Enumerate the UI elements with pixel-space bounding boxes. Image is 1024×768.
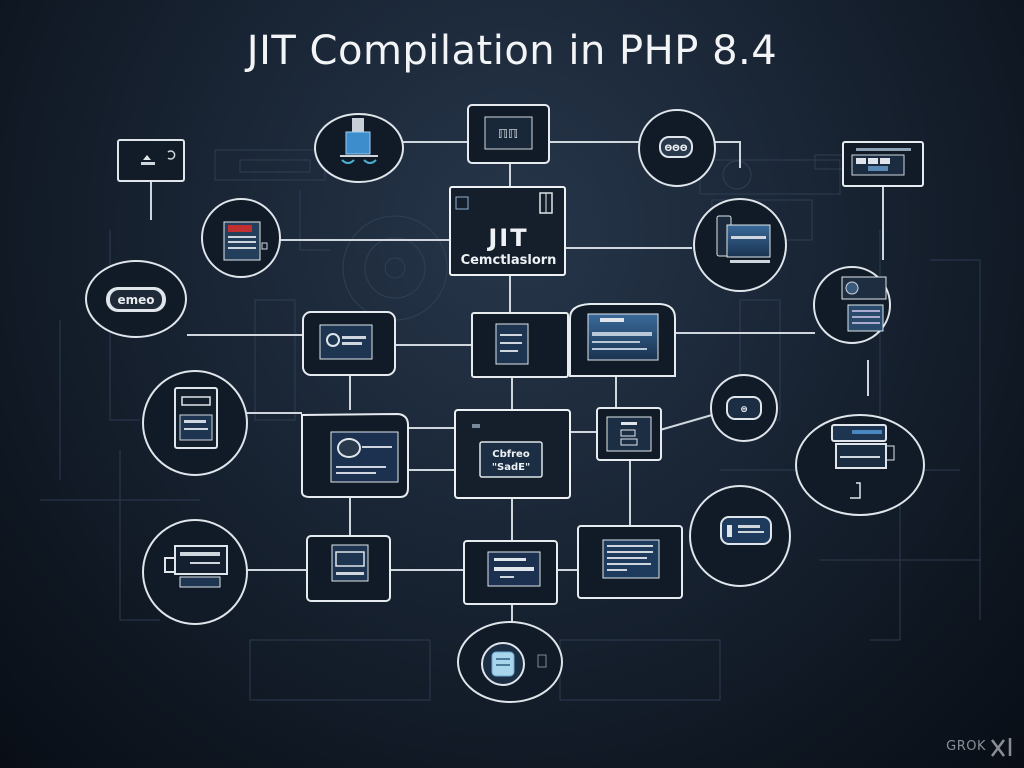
node-bottom-right-circle[interactable] (689, 485, 791, 587)
watermark-text: GROK (946, 739, 986, 754)
register-icon (331, 544, 369, 582)
node-left-circle-device[interactable] (142, 370, 248, 476)
key-icon (726, 396, 762, 420)
node-bottom-box-1[interactable] (306, 535, 391, 602)
svg-text:ΘΘΘ: ΘΘΘ (665, 144, 688, 154)
xai-logo-icon (991, 738, 1012, 757)
bytecode-icon (479, 441, 543, 478)
server-icon (352, 118, 364, 132)
settings-panel-icon (330, 431, 399, 483)
node-mid-center-box[interactable] (471, 312, 569, 378)
node-center-box[interactable]: Cbfreo "SadE" (454, 409, 571, 499)
node-top-center-box[interactable]: ℿℿ (467, 104, 550, 164)
node-far-right-circle[interactable] (813, 266, 891, 344)
node-center-left-box[interactable] (301, 412, 409, 498)
node-top-left-box[interactable] (117, 139, 185, 182)
diagram-title: JIT Compilation in PHP 8.4 (246, 28, 778, 74)
node-jit-compilation[interactable] (449, 186, 566, 276)
cup-icon (164, 557, 175, 573)
svg-text:"SadE": "SadE" (492, 462, 530, 473)
node-mid-left-box[interactable] (302, 311, 396, 376)
node-mid-right-box[interactable] (569, 303, 676, 377)
node-right-circle-monitor[interactable] (693, 198, 787, 292)
node-top-right-circle[interactable]: ΘΘΘ (638, 109, 716, 187)
node-left-circle-doc[interactable] (201, 198, 281, 278)
connector-lines (150, 141, 884, 630)
small-chip-icon (455, 196, 469, 210)
node-far-left-pill[interactable]: emeo (85, 260, 187, 338)
node-bottom-box-2[interactable] (463, 540, 558, 605)
node-right-ellipse[interactable] (795, 414, 925, 516)
triangle-icon (143, 155, 151, 160)
badge-icon (720, 516, 772, 545)
node-center-right-box[interactable] (596, 407, 662, 461)
chip-icon (659, 136, 693, 158)
svg-text:Cbfreo: Cbfreo (492, 449, 530, 460)
node-right-small-circle[interactable]: ⊜ (710, 374, 778, 442)
node-top-right-box[interactable] (842, 141, 924, 187)
svg-text:emeo: emeo (117, 293, 154, 307)
node-top-circle-server[interactable] (314, 113, 404, 183)
jit-node-sublabel: Cemctlaslorn (460, 253, 557, 268)
node-bottom-circle[interactable] (457, 621, 563, 703)
jit-node-label: JIT (488, 224, 529, 252)
code-window-icon: ℿℿ (498, 127, 518, 141)
node-bottom-left-circle[interactable] (142, 519, 248, 625)
svg-text:⊜: ⊜ (740, 405, 748, 415)
node-bottom-box-3[interactable] (577, 525, 683, 599)
